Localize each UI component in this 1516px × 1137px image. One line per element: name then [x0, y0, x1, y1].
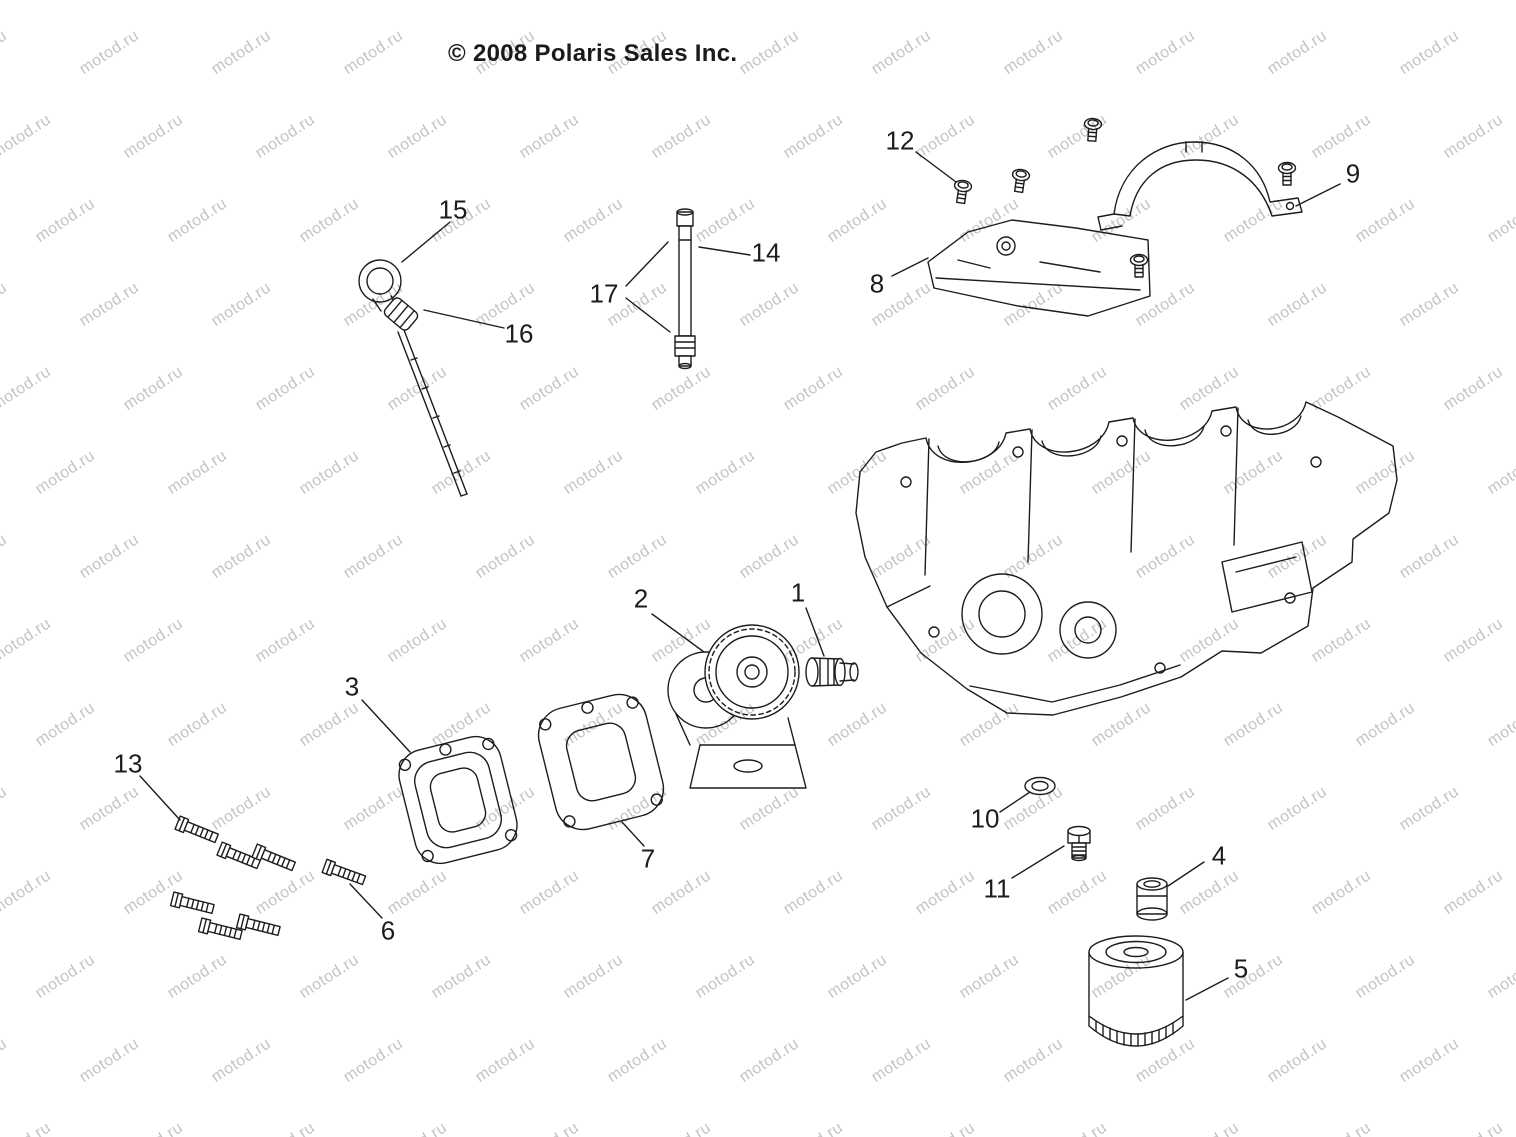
leader-line-1	[805, 607, 825, 657]
callout-12: 12	[885, 125, 915, 156]
leader-line-11	[1011, 845, 1065, 879]
leader-lines	[139, 151, 1341, 1001]
leader-line-4	[1167, 861, 1205, 887]
crankcase-drawing	[855, 401, 1398, 716]
callout-2: 2	[633, 583, 649, 614]
pump-cover-drawing	[398, 735, 518, 865]
oil-filter-drawing	[1088, 935, 1184, 1047]
leader-line-2	[651, 613, 705, 653]
sealing-washer-drawing	[1024, 776, 1056, 796]
pump-gasket-drawing	[537, 693, 665, 831]
leader-line-15	[401, 221, 451, 263]
oil-pump-drawing	[667, 624, 807, 789]
callout-15: 15	[438, 194, 468, 225]
callout-1: 1	[790, 577, 806, 608]
leader-line-12	[915, 151, 957, 183]
leader-line-8	[891, 257, 929, 277]
callout-13: 13	[113, 748, 143, 779]
callout-10: 10	[970, 803, 1000, 834]
callout-9: 9	[1345, 158, 1361, 189]
leader-line-10	[999, 791, 1031, 813]
callout-11: 11	[983, 873, 1011, 904]
leader-line-3	[361, 699, 411, 753]
callout-8: 8	[869, 268, 885, 299]
oil-tube-drawing	[674, 208, 696, 370]
callout-6: 6	[380, 915, 396, 946]
filter-nipple-drawing	[1136, 877, 1168, 921]
callout-5: 5	[1233, 953, 1249, 984]
leader-line-17a	[625, 241, 669, 287]
callout-7: 7	[640, 843, 656, 874]
leader-line-6	[349, 883, 383, 919]
leader-line-9	[1295, 183, 1341, 207]
callout-17: 17	[589, 278, 619, 309]
callout-16: 16	[504, 318, 534, 349]
leader-line-7	[621, 821, 645, 847]
leader-line-14	[698, 246, 751, 256]
drain-plug-drawing	[1067, 825, 1091, 862]
leader-line-17b	[625, 297, 671, 333]
leader-line-13	[139, 775, 181, 821]
callout-3: 3	[344, 671, 360, 702]
heat-shield-drawing	[1097, 141, 1303, 231]
leader-line-16	[423, 309, 505, 329]
leader-line-5	[1185, 977, 1229, 1001]
mount-bracket-drawing	[927, 219, 1151, 317]
copyright-text: © 2008 Polaris Sales Inc.	[448, 40, 738, 67]
dipstick-drawing	[358, 259, 468, 497]
callout-4: 4	[1211, 840, 1227, 871]
callout-14: 14	[751, 237, 781, 268]
oil-pump-fitting-drawing	[805, 657, 859, 687]
